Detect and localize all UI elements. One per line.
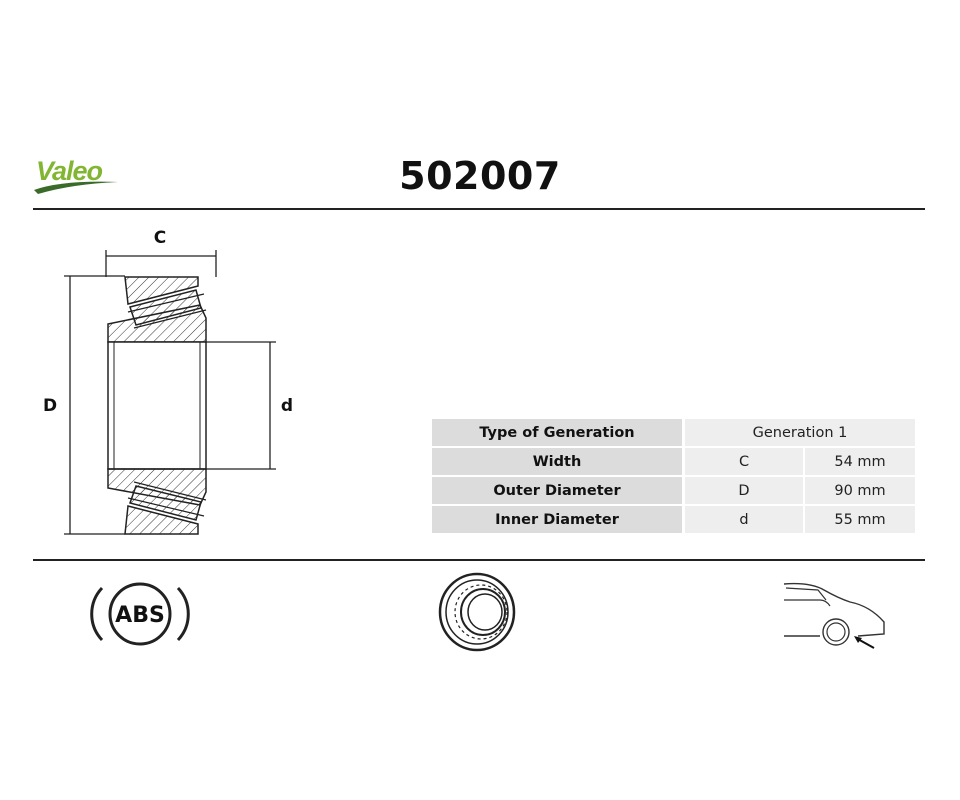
width-label: Width	[432, 448, 682, 475]
inner-diameter-dimension-label: d	[281, 396, 293, 416]
abs-icon-text: ABS	[115, 603, 165, 628]
outer-diameter-value: 90 mm	[805, 477, 915, 504]
valeo-logo: Valeo	[34, 156, 118, 194]
width-symbol: C	[685, 448, 803, 475]
table-row: Width C 54 mm	[432, 448, 915, 475]
generation-value: Generation 1	[685, 419, 915, 446]
inner-diameter-value: 55 mm	[805, 506, 915, 533]
width-dimension-label: C	[154, 228, 166, 248]
table-row: Outer Diameter D 90 mm	[432, 477, 915, 504]
bearing-cross-section-drawing: C D d	[43, 228, 293, 535]
inner-diameter-symbol: d	[685, 506, 803, 533]
table-row: Inner Diameter d 55 mm	[432, 506, 915, 533]
abs-icon: ABS	[90, 582, 190, 646]
width-value: 54 mm	[805, 448, 915, 475]
inner-diameter-label: Inner Diameter	[432, 506, 682, 533]
svg-text:Valeo: Valeo	[36, 156, 103, 186]
table-row: Type of Generation Generation 1	[432, 419, 915, 446]
car-wheel-position-icon	[783, 582, 885, 649]
generation-label: Type of Generation	[432, 419, 682, 446]
part-number: 502007	[399, 154, 561, 198]
bottom-divider	[33, 559, 925, 561]
specifications-table: Type of Generation Generation 1 Width C …	[432, 417, 915, 535]
outer-diameter-label: Outer Diameter	[432, 477, 682, 504]
outer-diameter-symbol: D	[685, 477, 803, 504]
top-divider	[33, 208, 925, 210]
outer-diameter-dimension-label: D	[43, 396, 57, 416]
bearing-icon	[438, 572, 516, 652]
